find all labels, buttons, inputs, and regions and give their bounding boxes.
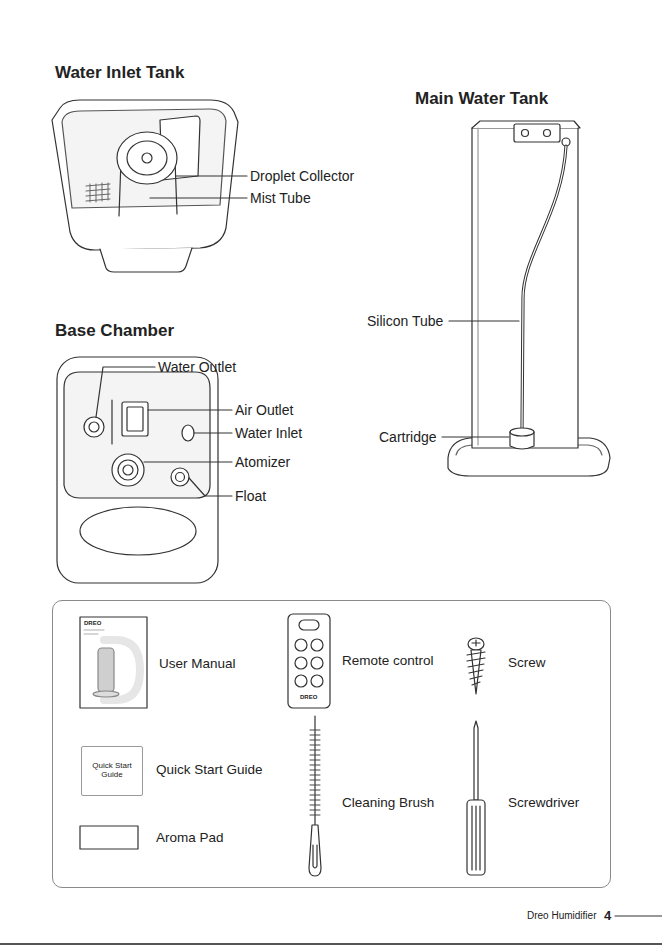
part-label: Mist Tube: [250, 191, 311, 205]
screw-slot: [472, 640, 480, 646]
tank-bracket-hole: [544, 130, 551, 137]
silicon-tube: [522, 146, 566, 430]
item-label: Quick Start Guide: [156, 763, 263, 777]
section-heading: Base Chamber: [55, 322, 174, 339]
atomizer-ring: [118, 460, 138, 480]
part-label: Water Inlet: [235, 426, 302, 440]
item-label: User Manual: [159, 657, 236, 671]
accessory-panel: User Manual Remote control ScrewQuick Star…: [52, 600, 611, 888]
leader-line: [144, 461, 232, 462]
screw-thread: [467, 652, 485, 685]
divider: [111, 400, 112, 444]
leader-line: [449, 320, 519, 321]
leader-line: [194, 432, 232, 433]
item-label: Cleaning Brush: [342, 796, 434, 810]
remote-icon: [288, 614, 330, 708]
part-label: Silicon Tube: [367, 314, 443, 328]
air-outlet-inner: [127, 407, 143, 431]
leader-line: [96, 367, 155, 417]
part-label: Cartridge: [379, 430, 437, 444]
part-label: Atomizer: [235, 455, 290, 469]
page-edge: [0, 943, 662, 945]
brand-mark: DREO: [300, 694, 317, 700]
tank-bracket: [514, 124, 560, 142]
manual-cover-lines: [84, 630, 104, 634]
screwdriver-grip: [472, 806, 480, 870]
base-window: [80, 507, 196, 555]
float-inner: [176, 473, 185, 482]
remote-buttons: [295, 639, 323, 687]
brand-mark: DREO: [84, 620, 101, 626]
cartridge-top: [510, 428, 534, 436]
leader-line: [189, 478, 232, 496]
manual-cover-tower: [98, 648, 114, 692]
guide-card: Quick Start Guide: [81, 746, 143, 796]
air-outlet: [122, 402, 148, 436]
leader-line: [176, 175, 247, 176]
vent-grid: [86, 183, 110, 202]
main-tank-edge: [477, 128, 478, 445]
water-inlet: [182, 425, 194, 441]
aroma-pad: [80, 826, 138, 849]
manual-cover-base: [93, 691, 119, 697]
inlet-tank-bottom: [100, 248, 192, 272]
inlet-tank-inner: [62, 109, 226, 208]
water-outlet-inner: [89, 422, 99, 432]
part-label: Float: [235, 489, 266, 503]
leader-line: [442, 436, 509, 437]
inlet-tank-body: [52, 100, 238, 250]
footer-text: Dreo Humidifier: [527, 911, 596, 921]
atomizer: [112, 454, 144, 486]
base-chamber-body: [57, 357, 218, 583]
part-label: Water Outlet: [158, 360, 236, 374]
droplet-collector-inner: [127, 141, 167, 175]
remote-power: [299, 620, 319, 630]
brush-bristles: [310, 730, 320, 815]
item-label: Screw: [508, 656, 546, 670]
main-tank-body: [472, 128, 578, 448]
leader-line: [150, 197, 247, 198]
droplet-collector: [117, 132, 177, 184]
water-outlet: [84, 417, 104, 437]
leader-line: [148, 409, 232, 410]
brush-handle-slot: [313, 845, 317, 868]
screw-head: [468, 638, 484, 650]
part-label: Droplet Collector: [250, 169, 354, 183]
manual-icon: [80, 617, 147, 708]
item-label: Screwdriver: [508, 796, 579, 810]
item-label: Remote control: [342, 654, 434, 668]
card-text: Quick Start Guide: [91, 762, 133, 780]
footer-rule: [615, 915, 662, 916]
screwdriver-shaft: [474, 721, 478, 800]
droplet-collector-hub: [142, 153, 152, 163]
float: [171, 468, 189, 486]
atomizer-disc: [123, 465, 133, 475]
page-number: 4: [604, 909, 611, 922]
base-chamber-well: [64, 372, 210, 498]
section-heading: Water Inlet Tank: [55, 64, 184, 81]
brush-handle: [309, 825, 321, 876]
tank-bracket-hole: [522, 130, 529, 137]
screwdriver-handle: [467, 800, 485, 875]
section-heading: Main Water Tank: [415, 90, 548, 107]
item-label: Aroma Pad: [156, 831, 224, 845]
part-label: Air Outlet: [235, 403, 293, 417]
silicon-tube-core: [522, 146, 566, 430]
